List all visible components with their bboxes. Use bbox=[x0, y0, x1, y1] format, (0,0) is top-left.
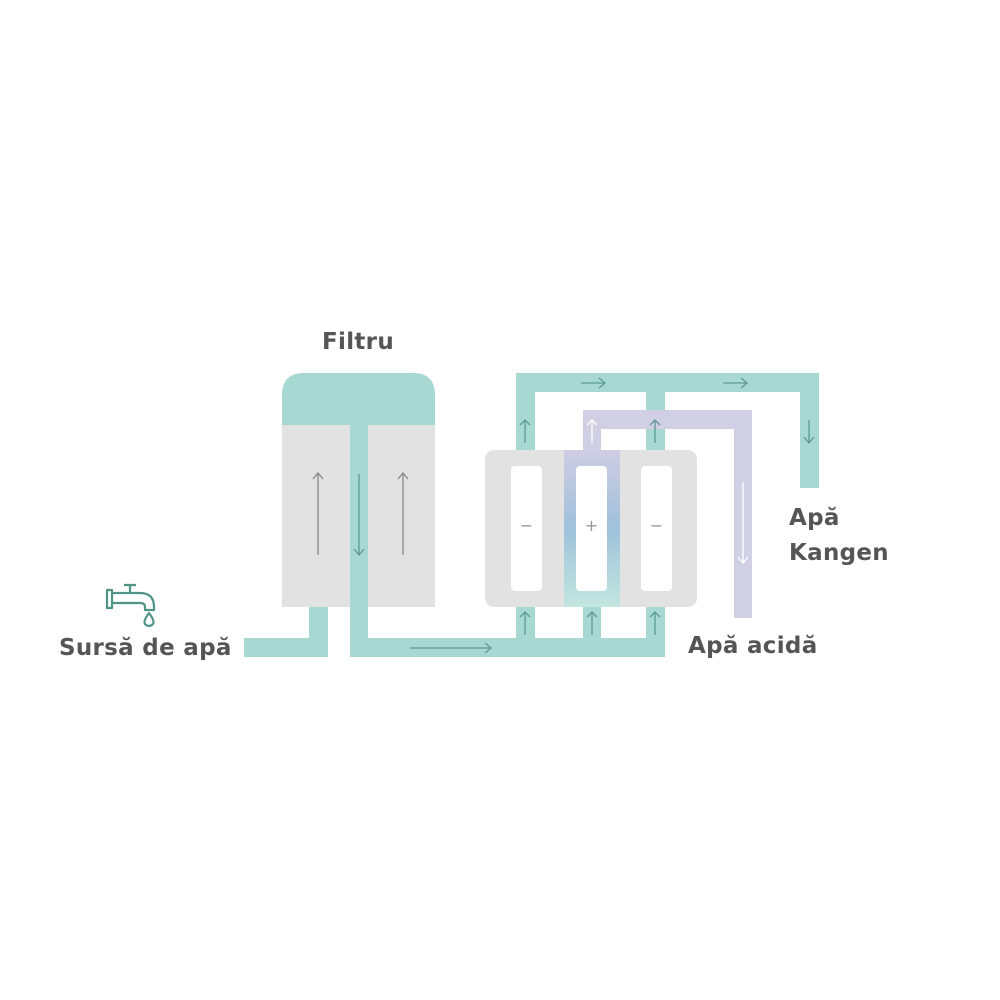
kangen-water-label-line2: Kangen bbox=[789, 540, 889, 566]
cathode-left bbox=[511, 466, 542, 591]
filter-tank bbox=[282, 373, 435, 657]
electrode-sign-right: − bbox=[649, 516, 664, 535]
acid-flow-arrows bbox=[586, 419, 749, 565]
electrode-sign-center: + bbox=[584, 516, 599, 535]
kangen-water-label-line1: Apă bbox=[789, 505, 840, 531]
filter-up-arrows bbox=[312, 471, 409, 555]
kangen-outlet-pipe bbox=[516, 373, 819, 488]
electrolysis-cell bbox=[485, 450, 697, 607]
water-source-label: Sursă de apă bbox=[59, 635, 232, 661]
flow-arrows bbox=[410, 377, 815, 654]
cathode-right bbox=[641, 466, 672, 591]
acid-water-label: Apă acidă bbox=[688, 633, 818, 659]
filter-label: Filtru bbox=[322, 329, 394, 355]
anode bbox=[576, 466, 607, 591]
electrode-sign-left: − bbox=[519, 516, 534, 535]
water-tap-icon bbox=[105, 583, 156, 628]
